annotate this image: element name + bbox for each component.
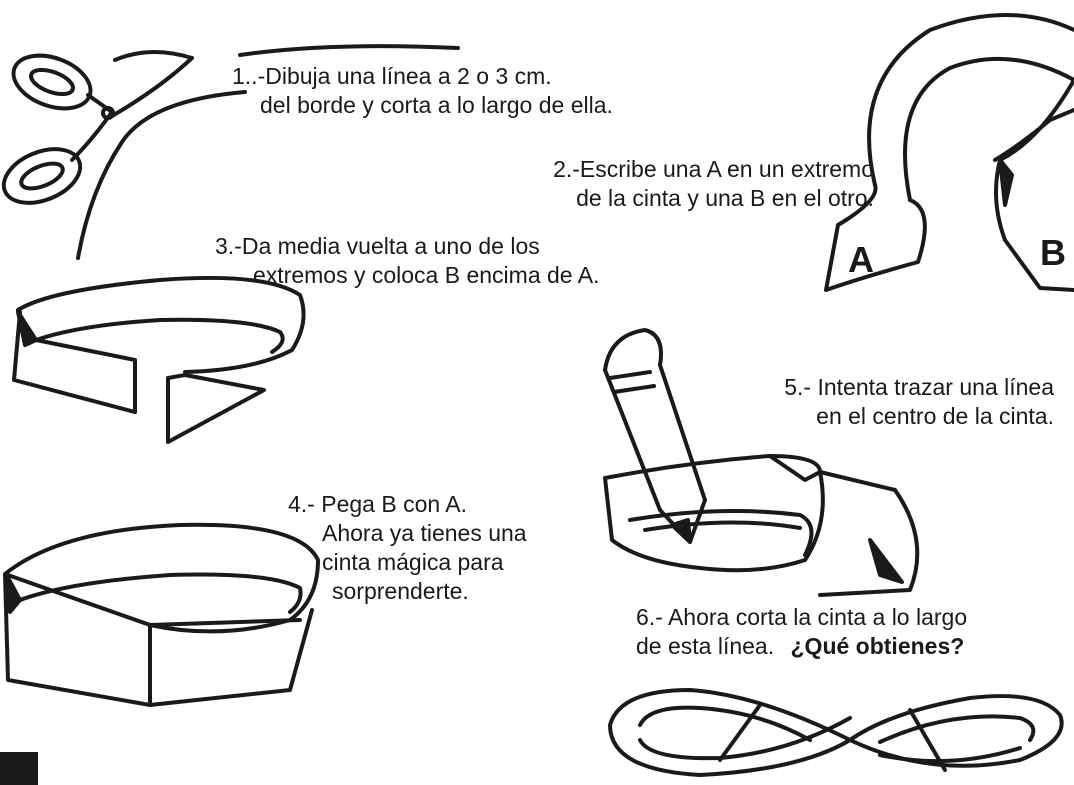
step-4-line-3: cinta mágica para xyxy=(322,549,504,575)
step-5-text: 5.- Intenta trazar una línea en el centr… xyxy=(784,373,1054,431)
pencil-icon xyxy=(603,328,707,544)
open-band-illustration xyxy=(12,275,306,444)
step-4-line-4: sorprenderte. xyxy=(332,578,469,604)
step-5-line-1: 5.- Intenta trazar una línea xyxy=(784,374,1054,400)
step-3-line-2: extremos y coloca B encima de A. xyxy=(253,262,600,288)
step-2-line-1: 2.-Escribe una A en un extremo xyxy=(553,156,874,182)
strip-with-pencil-illustration xyxy=(603,454,920,597)
step-6-question: ¿Qué obtienes? xyxy=(790,633,965,659)
scissors-icon xyxy=(1,44,460,260)
step-4-line-2: Ahora ya tienes una xyxy=(322,520,527,546)
step-1-line-2: del borde y corta a lo largo de ella. xyxy=(260,92,613,118)
step-3-line-1: 3.-Da media vuelta a uno de los xyxy=(215,233,540,259)
step-6-line-2: de esta línea. xyxy=(636,633,775,659)
label-end-a: A xyxy=(848,239,874,280)
step-3-text: 3.-Da media vuelta a uno de los extremos… xyxy=(215,232,599,290)
step-4-line-1: 4.- Pega B con A. xyxy=(288,491,468,517)
step-6-text: 6.- Ahora corta la cinta a lo largo de e… xyxy=(636,603,967,661)
corner-block xyxy=(0,752,38,785)
step-4-text: 4.- Pega B con A. Ahora ya tienes una ci… xyxy=(288,490,527,606)
step-5-line-2: en el centro de la cinta. xyxy=(816,403,1054,429)
step-6-line-1: 6.- Ahora corta la cinta a lo largo xyxy=(636,604,968,630)
step-2-text: 2.-Escribe una A en un extremo de la cin… xyxy=(553,155,874,213)
step-1-line-1: 1..-Dibuja una línea a 2 o 3 cm. xyxy=(232,63,552,89)
step-1-text: 1..-Dibuja una línea a 2 o 3 cm. del bor… xyxy=(232,62,613,120)
step-2-line-2: de la cinta y una B en el otro. xyxy=(576,185,874,211)
twisted-loop-illustration xyxy=(608,688,1064,777)
strip-with-ends-illustration xyxy=(824,13,1074,292)
step-6-line-2-wrap: de esta línea. ¿Qué obtienes? xyxy=(636,632,967,661)
label-end-b: B xyxy=(1040,232,1066,273)
mobius-band-illustration xyxy=(3,522,320,707)
